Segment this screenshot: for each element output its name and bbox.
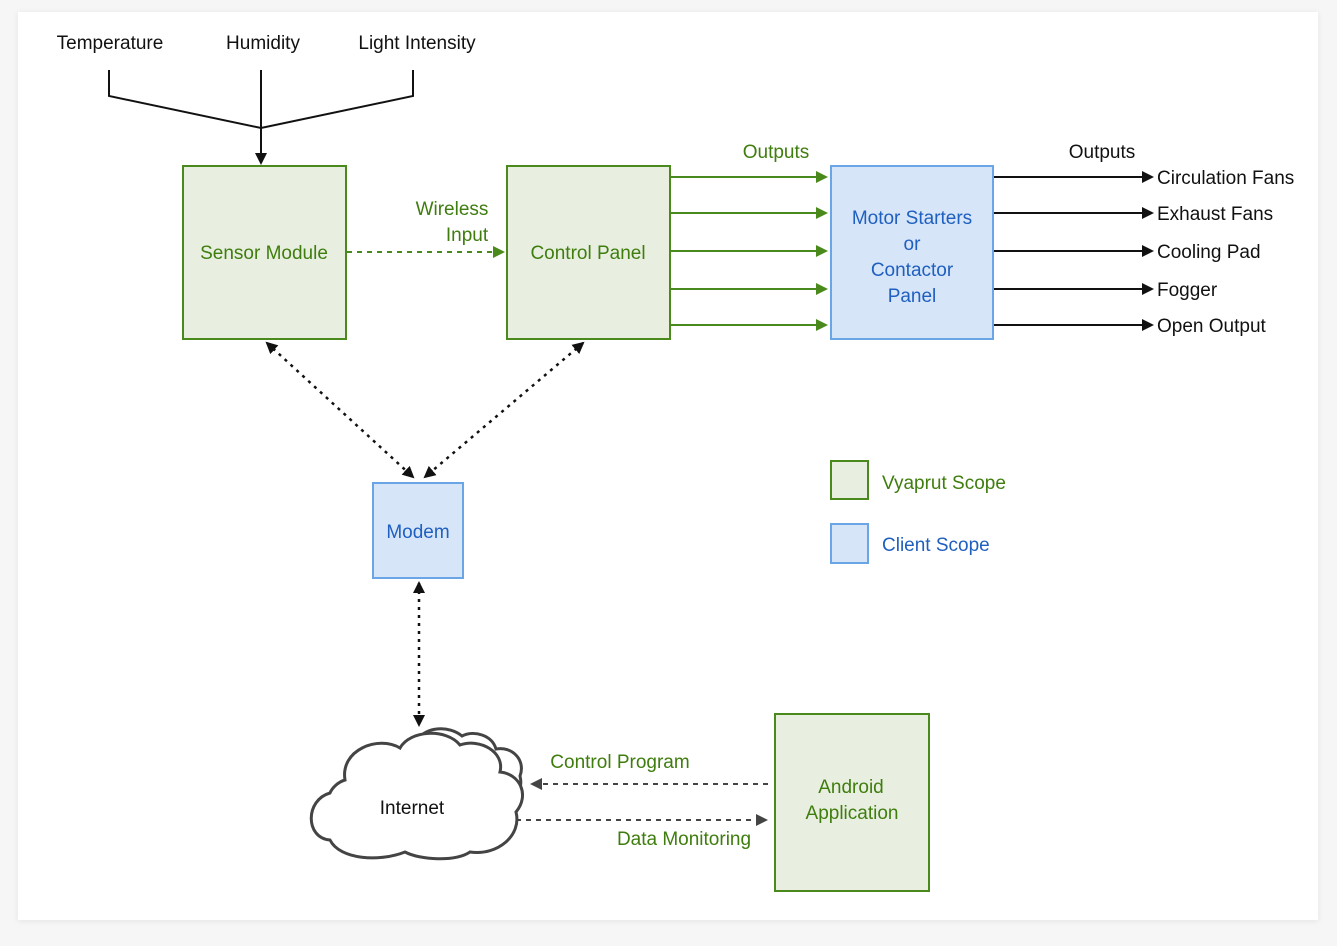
- motor-starters-label-4: Panel: [888, 286, 937, 307]
- legend-client-label: Client Scope: [882, 535, 990, 556]
- output-label-circulation-fans: Circulation Fans: [1157, 168, 1294, 189]
- android-label-line1: Android: [818, 777, 884, 798]
- motor-starters-label-2: or: [904, 234, 922, 255]
- diagram-panel: [18, 12, 1318, 920]
- wireless-label-line2: Input: [446, 225, 489, 246]
- outputs-black-label: Outputs: [1069, 142, 1136, 163]
- control-modem-link: [423, 341, 585, 479]
- modem-label: Modem: [386, 522, 449, 543]
- sensor-module-label: Sensor Module: [200, 243, 328, 264]
- modem-box: [372, 482, 464, 579]
- input-temperature-label: Temperature: [57, 33, 164, 54]
- input-merge-lines: [108, 70, 414, 130]
- sensor-modem-link: [265, 341, 415, 479]
- control-program-label: Control Program: [550, 752, 689, 773]
- output-label-fogger: Fogger: [1157, 280, 1218, 301]
- output-label-exhaust-fans: Exhaust Fans: [1157, 204, 1273, 225]
- motor-starters-box: [830, 165, 994, 340]
- legend-vyaprut-swatch: [830, 460, 869, 500]
- output-label-open-output: Open Output: [1157, 316, 1267, 337]
- internet-label: Internet: [380, 798, 445, 819]
- motor-starters-label-3: Contactor: [871, 260, 954, 281]
- output-label-cooling-pad: Cooling Pad: [1157, 242, 1261, 263]
- control-panel-label: Control Panel: [530, 243, 645, 264]
- input-light-label: Light Intensity: [358, 33, 476, 54]
- internet-cloud-icon: [309, 727, 525, 861]
- control-panel-box: [506, 165, 671, 340]
- sensor-module-box: [182, 165, 347, 340]
- wireless-label-line1: Wireless: [416, 199, 489, 220]
- data-monitoring-label: Data Monitoring: [617, 829, 751, 850]
- android-label-line2: Application: [806, 803, 899, 824]
- legend-client-swatch: [830, 523, 869, 564]
- android-application-box: [774, 713, 930, 892]
- outputs-green-label: Outputs: [743, 142, 810, 163]
- motor-starters-label-1: Motor Starters: [852, 208, 972, 229]
- input-humidity-label: Humidity: [226, 33, 300, 54]
- legend-vyaprut-label: Vyaprut Scope: [882, 473, 1006, 494]
